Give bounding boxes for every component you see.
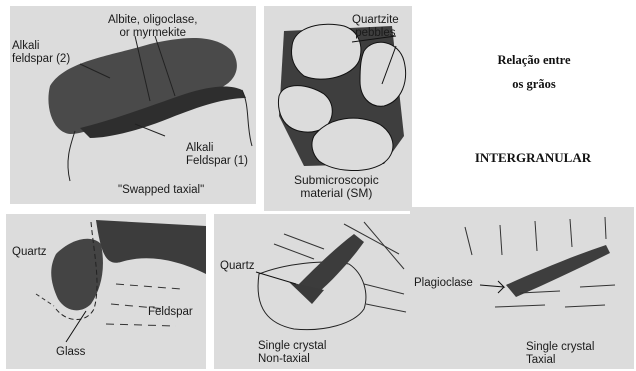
- panel-swapped-taxial: Albite, oligoclase, or myrmekite Alkali …: [10, 6, 256, 204]
- relation-title: Relação entre os grãos: [464, 48, 604, 96]
- panel-taxial: Plagioclase Single crystal Taxial: [410, 207, 634, 369]
- label-feldspar: Feldspar: [148, 306, 193, 319]
- label-quartz: Quartz: [12, 246, 47, 259]
- label-alkali-feldspar-1: Alkali Feldspar (1): [186, 142, 248, 168]
- label-albite: Albite, oligoclase, or myrmekite: [108, 14, 198, 40]
- panel-quartz-glass: Quartz Feldspar Glass: [6, 214, 206, 369]
- label-quartz-nontaxial: Quartz: [220, 260, 255, 273]
- caption-submicroscopic: Submicroscopic material (SM): [294, 174, 379, 200]
- caption-swapped-taxial: "Swapped taxial": [118, 184, 204, 197]
- quartz-glass-drawing: [6, 214, 206, 369]
- caption-taxial: Single crystal Taxial: [526, 341, 594, 367]
- intergranular-heading: INTERGRANULAR: [448, 150, 618, 166]
- caption-non-taxial: Single crystal Non-taxial: [258, 340, 326, 366]
- label-quartzite-pebbles: Quartzite pebbles: [352, 14, 399, 40]
- panel-non-taxial: Quartz Single crystal Non-taxial: [214, 214, 410, 369]
- panel-quartzite-pebbles: Quartzite pebbles Submicroscopic materia…: [264, 6, 412, 211]
- label-plagioclase: Plagioclase: [414, 277, 473, 290]
- label-glass: Glass: [56, 346, 85, 359]
- label-alkali-feldspar-2: Alkali feldspar (2): [12, 40, 70, 66]
